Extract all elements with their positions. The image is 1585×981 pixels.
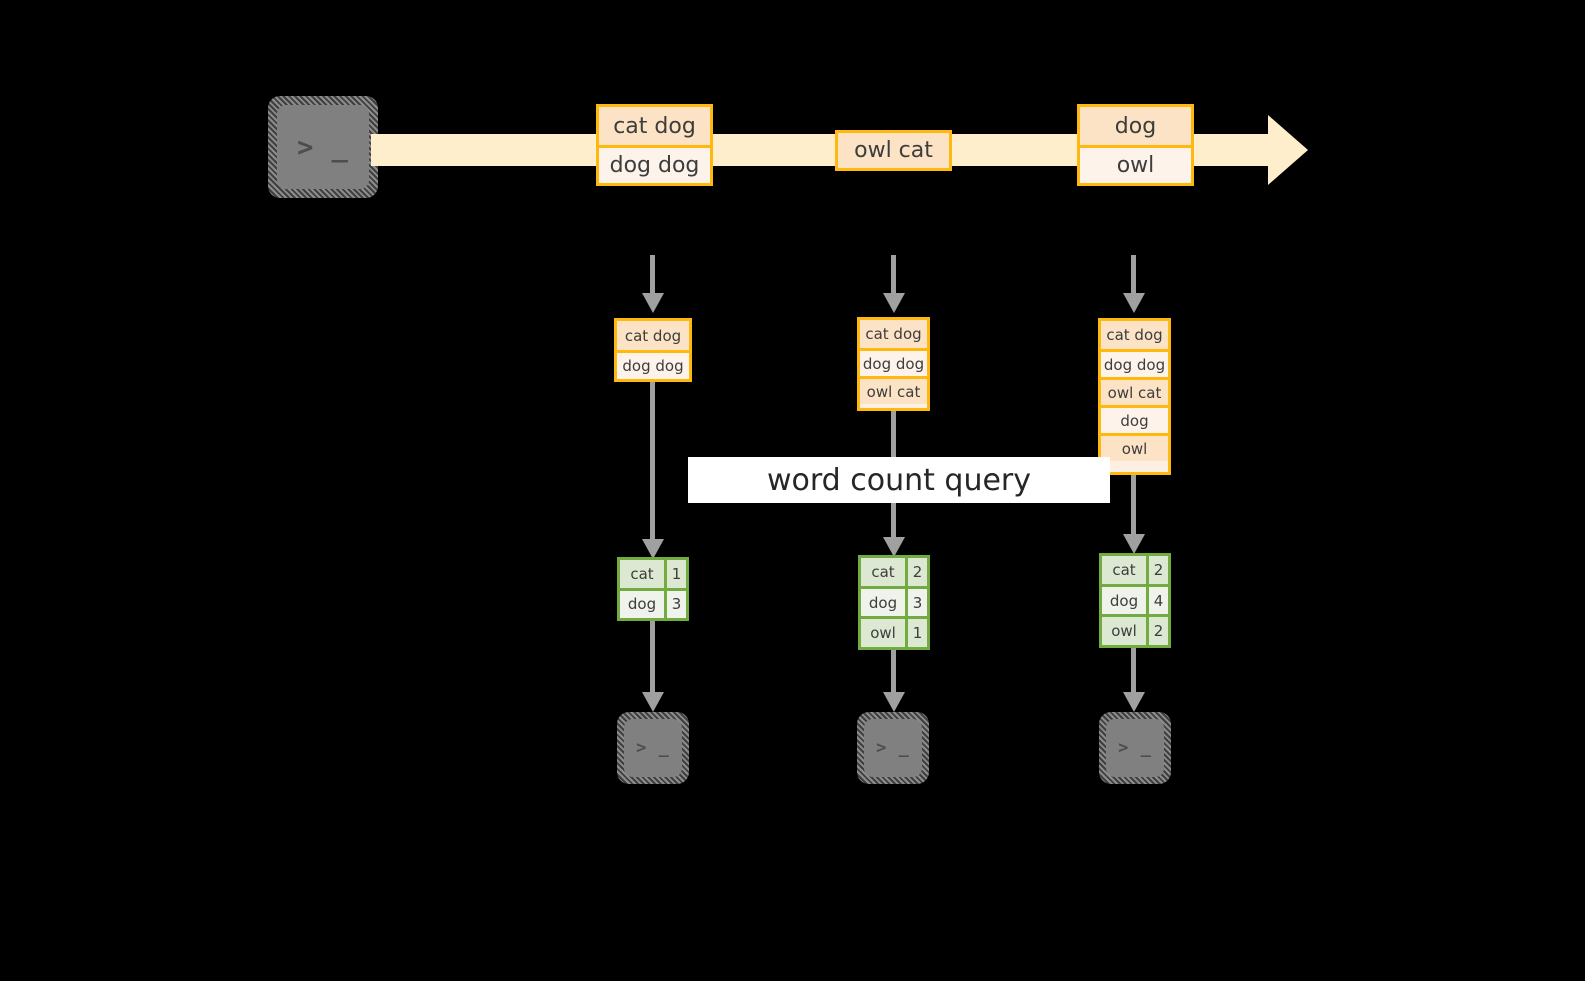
result-count: 4 <box>1146 586 1168 615</box>
result-count: 2 <box>1146 617 1168 646</box>
terminal-prompt-glyph: > _ <box>297 131 349 163</box>
table-row: dog 3 <box>620 587 686 618</box>
snapshot-box-3[interactable]: cat dog dog dog owl cat dog owl <box>1098 318 1171 475</box>
terminal-screen <box>277 105 369 189</box>
snapshot-to-result-arrowhead-2 <box>883 537 905 557</box>
snapshot-line: dog dog <box>617 350 689 379</box>
result-to-sink-arrowhead-1 <box>642 692 664 712</box>
result-to-sink-connector-3 <box>1131 648 1136 696</box>
result-word: owl <box>1102 617 1146 646</box>
sink-terminal-icon-1[interactable]: > _ <box>617 712 689 784</box>
snapshot-box-1[interactable]: cat dog dog dog <box>614 318 692 382</box>
record-line: dog dog <box>599 145 710 183</box>
result-count: 2 <box>905 558 927 586</box>
snapshot-line: owl cat <box>1101 377 1168 405</box>
stream-to-snapshot-arrowhead-3 <box>1123 293 1145 313</box>
snapshot-line: dog dog <box>860 348 927 376</box>
table-row: cat 2 <box>861 558 927 586</box>
query-label: word count query <box>688 457 1110 503</box>
record-line: dog <box>1080 107 1191 145</box>
snapshot-to-result-connector-3 <box>1131 475 1136 538</box>
snapshot-line: cat dog <box>1101 321 1168 349</box>
sink-terminal-icon-2[interactable]: > _ <box>857 712 929 784</box>
stream-record-1[interactable]: cat dog dog dog <box>596 104 713 186</box>
result-word: owl <box>861 619 905 648</box>
result-table-3[interactable]: cat 2 dog 4 owl 2 <box>1099 553 1171 648</box>
snapshot-line: cat dog <box>860 320 927 348</box>
result-to-sink-arrowhead-3 <box>1123 692 1145 712</box>
result-to-sink-connector-1 <box>650 621 655 696</box>
stream-to-snapshot-connector-2 <box>891 255 896 293</box>
result-to-sink-connector-2 <box>891 650 896 696</box>
table-row: dog 4 <box>1102 583 1168 615</box>
result-table-1[interactable]: cat 1 dog 3 <box>617 557 689 621</box>
terminal-screen <box>1106 719 1164 777</box>
snapshot-line: cat dog <box>617 321 689 350</box>
snapshot-box-2[interactable]: cat dog dog dog owl cat <box>857 317 930 411</box>
stream-to-snapshot-connector-3 <box>1131 255 1136 293</box>
snapshot-line: dog <box>1101 405 1168 433</box>
stream-record-2[interactable]: owl cat <box>835 130 952 171</box>
terminal-screen <box>864 719 922 777</box>
terminal-prompt-glyph: > _ <box>876 737 910 758</box>
snapshot-to-result-arrowhead-1 <box>642 539 664 559</box>
snapshot-line: owl <box>1101 433 1168 461</box>
result-word: cat <box>861 558 905 586</box>
record-line: owl cat <box>838 133 949 168</box>
table-row: cat 1 <box>620 560 686 588</box>
record-line: cat dog <box>599 107 710 145</box>
result-table-2[interactable]: cat 2 dog 3 owl 1 <box>858 555 930 650</box>
result-count: 3 <box>664 590 686 618</box>
result-count: 2 <box>1146 556 1168 584</box>
terminal-prompt-glyph: > _ <box>636 737 670 758</box>
stream-to-snapshot-connector-1 <box>650 255 655 293</box>
snapshot-to-result-arrowhead-3 <box>1123 534 1145 554</box>
result-to-sink-arrowhead-2 <box>883 692 905 712</box>
stream-to-snapshot-arrowhead-1 <box>642 293 664 313</box>
result-word: cat <box>1102 556 1146 584</box>
table-row: cat 2 <box>1102 556 1168 584</box>
result-word: dog <box>1102 586 1146 615</box>
record-line: owl <box>1080 145 1191 183</box>
stream-to-snapshot-arrowhead-2 <box>883 293 905 313</box>
source-terminal-icon[interactable]: > _ <box>268 96 378 198</box>
table-row: dog 3 <box>861 585 927 617</box>
result-count: 1 <box>905 619 927 648</box>
result-word: dog <box>861 588 905 617</box>
snapshot-to-result-connector-1 <box>650 382 655 543</box>
table-row: owl 1 <box>861 616 927 648</box>
result-count: 1 <box>664 560 686 588</box>
result-count: 3 <box>905 588 927 617</box>
sink-terminal-icon-3[interactable]: > _ <box>1099 712 1171 784</box>
table-row: owl 2 <box>1102 614 1168 646</box>
snapshot-line: dog dog <box>1101 349 1168 377</box>
result-word: cat <box>620 560 664 588</box>
stream-arrow-head <box>1268 115 1308 185</box>
terminal-prompt-glyph: > _ <box>1118 737 1152 758</box>
terminal-screen <box>624 719 682 777</box>
snapshot-line: owl cat <box>860 376 927 404</box>
stream-record-3[interactable]: dog owl <box>1077 104 1194 186</box>
result-word: dog <box>620 590 664 618</box>
